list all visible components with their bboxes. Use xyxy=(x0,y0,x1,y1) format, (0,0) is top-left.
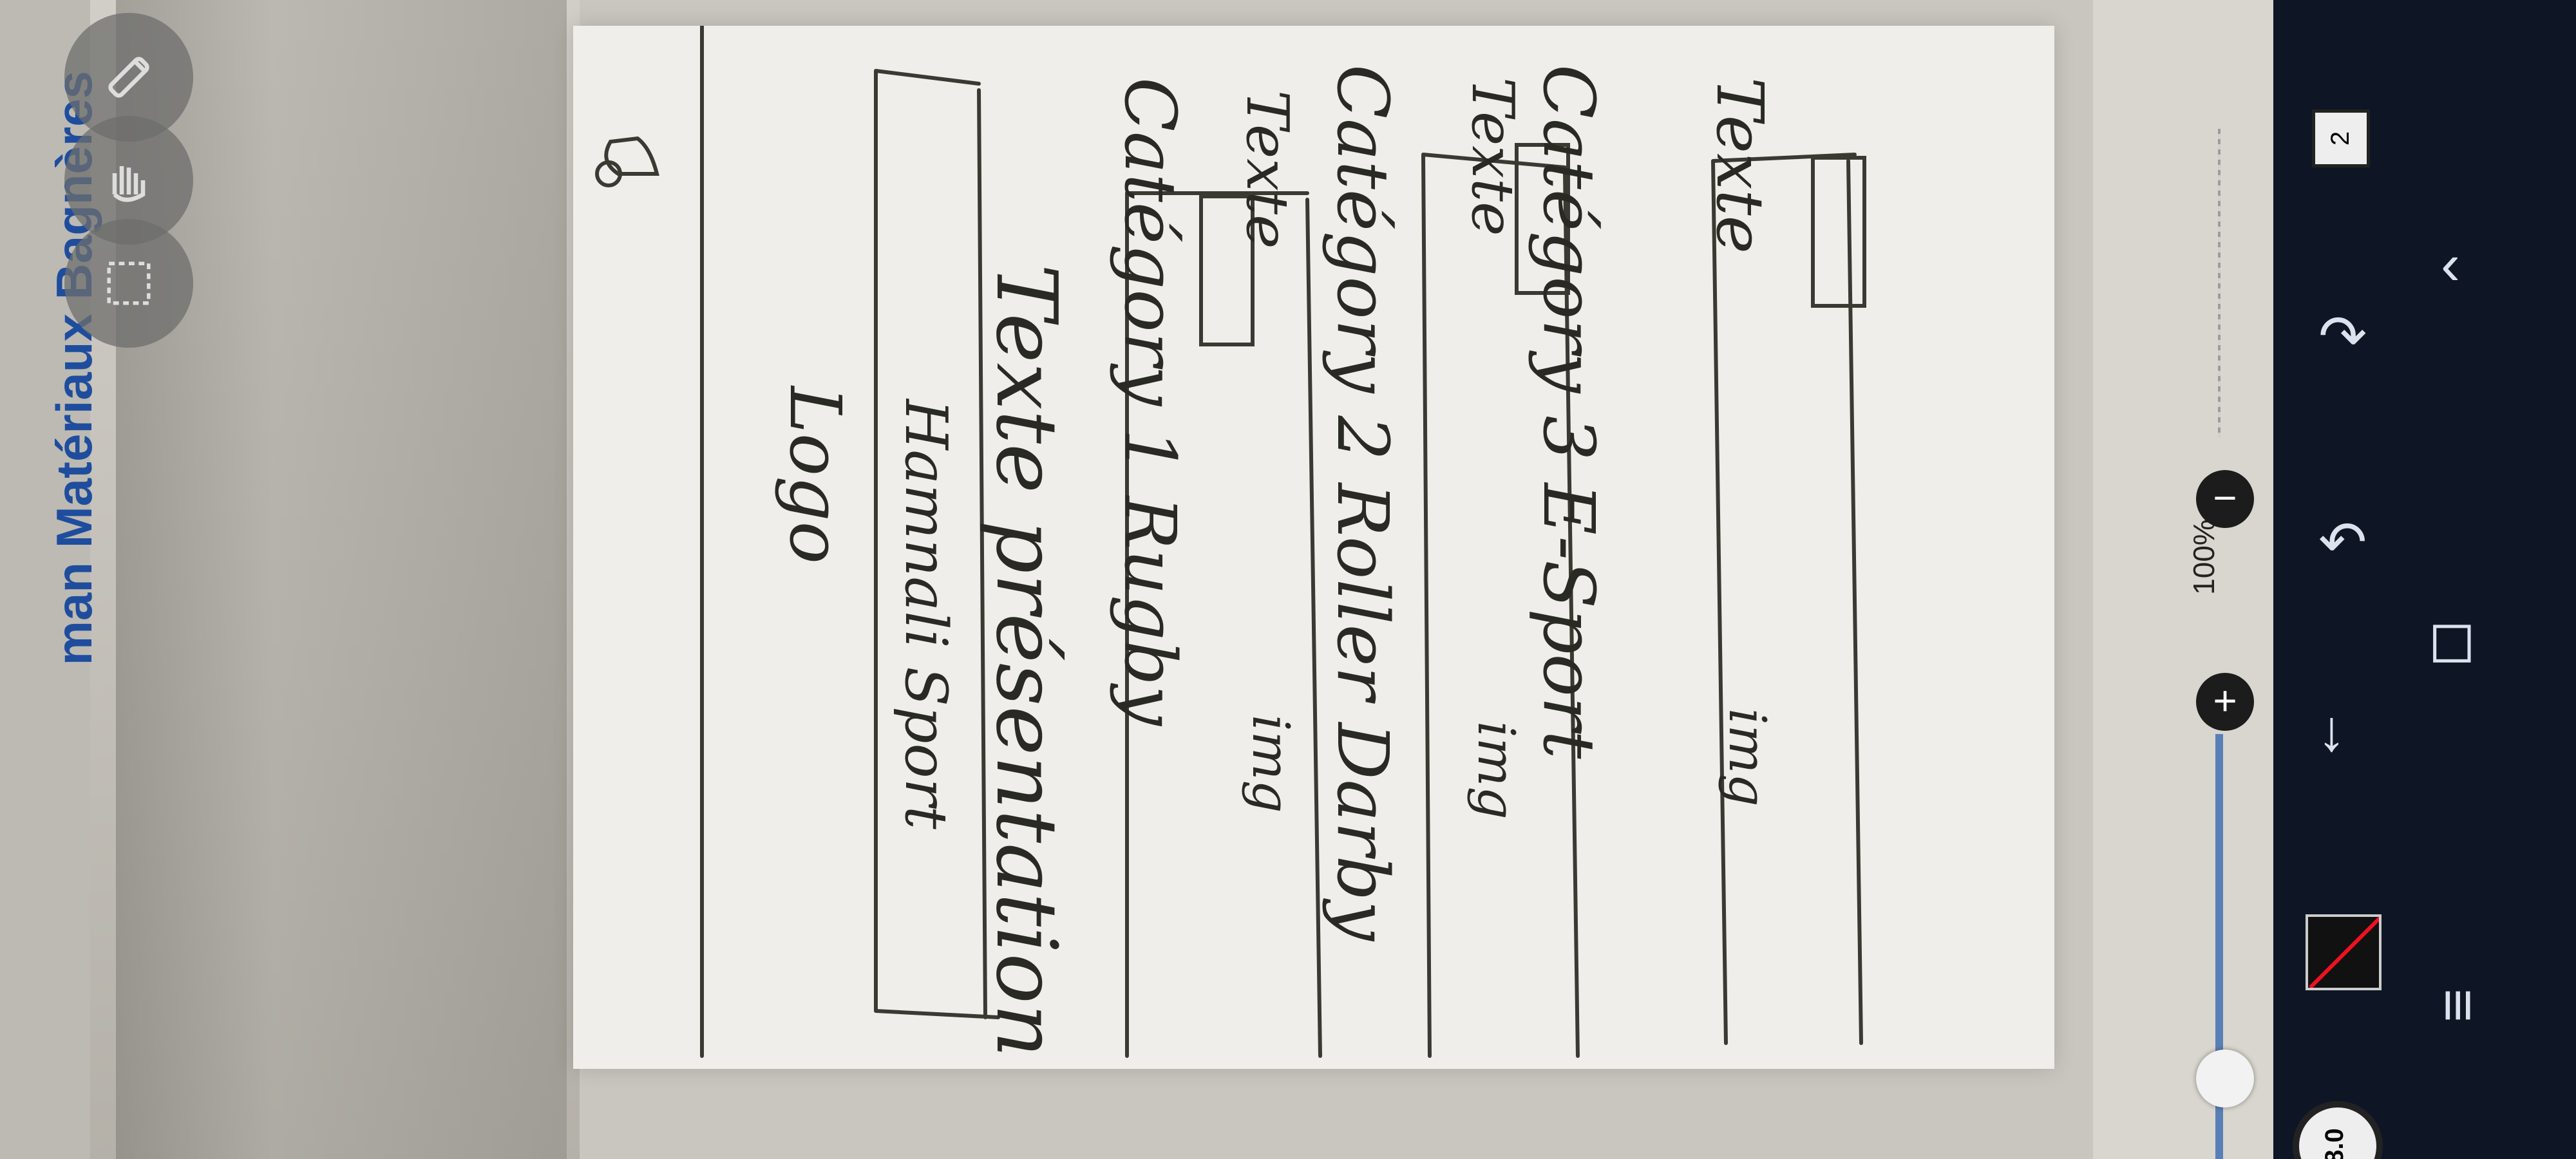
category-3-text: Texte xyxy=(1702,77,1777,254)
drawing-toolbar xyxy=(2093,0,2273,1159)
zoom-out-button[interactable]: − xyxy=(2196,470,2254,528)
pen-color-swatch[interactable] xyxy=(2306,914,2382,990)
arrow-icon[interactable]: → xyxy=(2309,706,2374,764)
hand-icon xyxy=(112,166,146,202)
recent-apps-icon[interactable]: ≡ xyxy=(2425,988,2490,1022)
intro-text: Texte présentation xyxy=(978,264,1075,1058)
zoom-in-button[interactable]: + xyxy=(2196,673,2254,731)
category-2-img: img xyxy=(1466,721,1526,820)
opacity-slider-track[interactable] xyxy=(2218,129,2221,438)
category-2-title: Catégory 2 Roller Darby xyxy=(1321,64,1404,941)
category-3-img: img xyxy=(1718,708,1777,807)
logo-label: Logo xyxy=(774,386,857,564)
home-icon[interactable]: ◻ xyxy=(2428,607,2476,672)
redo-icon[interactable]: ↷ xyxy=(2318,305,2367,369)
category-1-text: Texte xyxy=(1233,90,1301,249)
undo-icon[interactable]: ↶ xyxy=(2318,511,2367,575)
select-tool-button[interactable] xyxy=(64,219,193,348)
wireframe-lines xyxy=(595,26,1866,1058)
pen-icon xyxy=(108,57,149,98)
menu-label: Hamnali Sport xyxy=(892,399,960,829)
dashed-rect-icon xyxy=(107,261,151,305)
page-counter[interactable]: 2 xyxy=(2312,109,2370,167)
sketch-paper[interactable]: Logo Hamnali Sport Texte présentation Ca… xyxy=(573,26,2054,1069)
category-3-title: Catégory 3 E-Sport xyxy=(1528,64,1610,759)
back-icon[interactable]: ‹ xyxy=(2441,232,2460,297)
handwriting-layer: Logo Hamnali Sport Texte présentation Ca… xyxy=(573,26,2054,1069)
pen-size-slider-thumb[interactable] xyxy=(2196,1050,2254,1107)
category-2-text: Texte xyxy=(1459,77,1526,236)
category-1-title: Catégory 1 Rugby xyxy=(1109,77,1191,726)
category-1-img: img xyxy=(1241,715,1301,813)
